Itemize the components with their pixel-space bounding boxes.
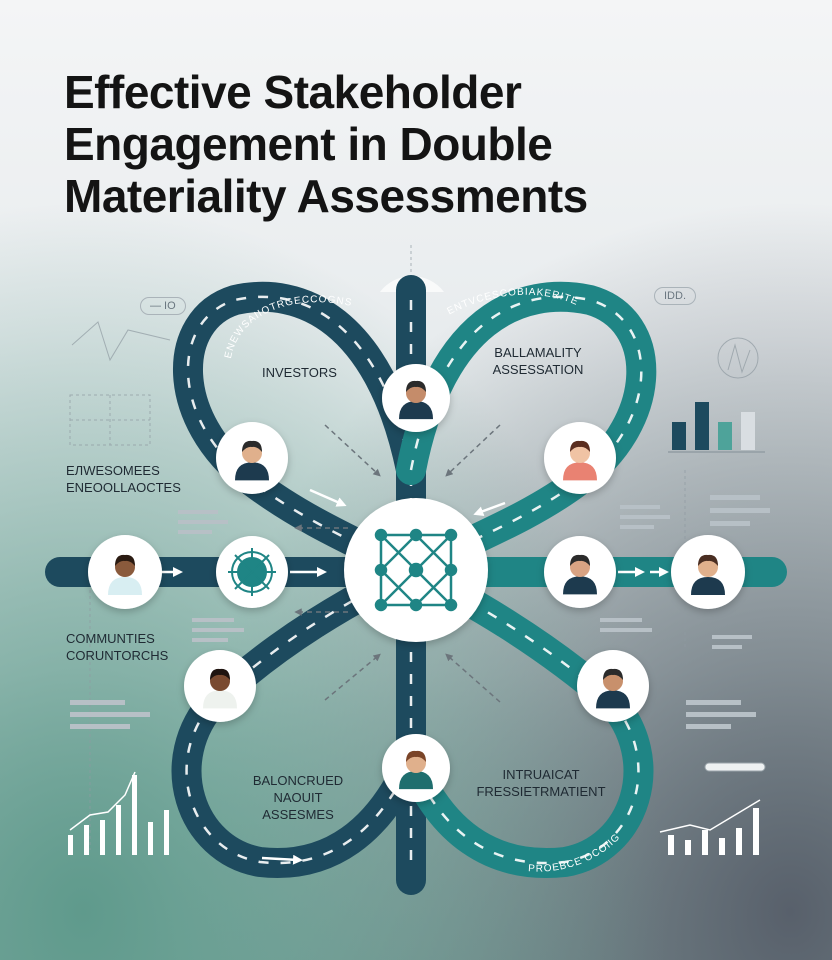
avatar-icon (563, 440, 597, 481)
label-materiality-line-1: BALLAMALITY (494, 345, 582, 360)
network-icon (374, 528, 458, 612)
label-communities-line-2: CORUNTORCHS (66, 648, 169, 663)
avatar-icon (691, 554, 725, 595)
node-left-edge[interactable] (88, 535, 162, 609)
avatar-icon (399, 380, 433, 420)
label-balanced: BALONCRUED NAOUIT ASSESMES (238, 772, 358, 823)
node-left-lower[interactable] (184, 650, 256, 722)
node-right-upper[interactable] (544, 422, 616, 494)
title-line-2: Engagement in Double (64, 118, 553, 170)
stakeholder-nodes (88, 364, 745, 802)
page-title: Effective Stakeholder Engagement in Doub… (64, 66, 764, 222)
label-intrinsic-line-2: FRESSIETRMATIENT (476, 784, 606, 799)
bar-chart-bottom-right (659, 799, 761, 855)
label-balanced-line-2: NAOUIT (273, 790, 323, 805)
label-employees-line-2: ENEOOLLAOCTES (66, 480, 181, 495)
label-communities: COMMUNTIES CORUNTORCHS (66, 630, 168, 664)
label-intrinsic: INTRUAICAT FRESSIETRMATIENT (466, 766, 616, 800)
title-line-1: Effective Stakeholder (64, 66, 522, 118)
node-right-edge[interactable] (671, 535, 745, 609)
label-communities-line-1: COMMUNTIES (66, 631, 155, 646)
node-right-inner[interactable] (544, 536, 616, 608)
bar-chart-bottom-left (68, 771, 169, 855)
node-investor-top[interactable] (382, 364, 450, 432)
avatar-icon (235, 440, 269, 481)
label-materiality-line-2: ASSESSATION (492, 362, 584, 377)
label-investors: INVESTORS (262, 365, 337, 380)
avatar-icon (203, 668, 237, 709)
avatar-icon (596, 668, 630, 709)
label-balanced-line-1: BALONCRUED (252, 773, 344, 788)
label-materiality: BALLAMALITY ASSESSATION (478, 344, 598, 378)
avatar-icon (108, 554, 142, 595)
tag-top-left: — IO (140, 297, 186, 315)
node-bottom-center[interactable] (382, 734, 450, 802)
label-employees: EЛWESOMEES ENEOOLLAOCTES (66, 462, 181, 496)
connector-arrows (294, 424, 501, 703)
wheel-icon (228, 548, 276, 596)
label-balanced-line-3: ASSESMES (262, 807, 334, 822)
background-text-lines (70, 495, 770, 772)
title-line-3: Materiality Assessments (64, 170, 588, 222)
road-arrows (150, 488, 669, 865)
node-left-upper[interactable] (216, 422, 288, 494)
tag-top-right: IDD. (654, 287, 696, 305)
label-intrinsic-line-1: INTRUAICAT (502, 767, 580, 782)
avatar-icon (399, 750, 433, 790)
label-employees-line-1: EЛWESOMEES (66, 463, 160, 478)
avatar-icon (563, 554, 597, 595)
bar-chart-top-right (668, 402, 765, 453)
node-right-lower[interactable] (577, 650, 649, 722)
